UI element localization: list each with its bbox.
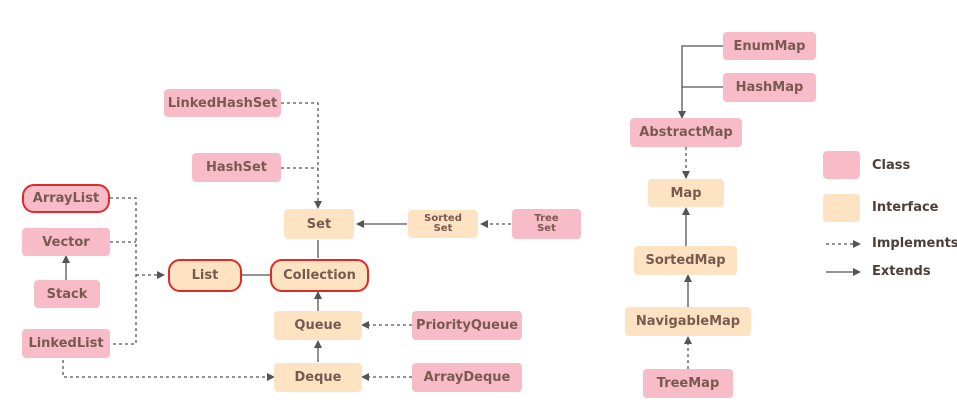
node-sortedmap: SortedMap [634,246,737,275]
node-stack: Stack [34,280,100,308]
node-enummap: EnumMap [723,32,816,60]
node-set: Set [284,209,354,239]
node-hashset: HashSet [192,153,281,182]
node-hashmap: HashMap [723,73,816,102]
node-deque: Deque [274,363,362,392]
node-arraylist: ArrayList [22,184,110,213]
legend-class-swatch [823,151,860,179]
connector-linkedlist-deque [62,360,275,381]
legend-interface-swatch [823,194,860,222]
node-abstractmap: AbstractMap [630,118,742,147]
node-linkedhashset: LinkedHashSet [164,89,281,117]
legend-class-label: Class [872,158,911,173]
connector-linkedhashset-set [281,102,322,209]
node-arraydeque: ArrayDeque [412,363,522,392]
node-collection: Collection [270,259,369,292]
legend-extends-label: Extends [872,264,931,279]
legend-implements-label: Implements [872,236,957,251]
node-navigablemap: NavigableMap [625,307,751,336]
connector-enummap-abstractmap [678,45,723,119]
node-queue: Queue [274,311,362,340]
node-map: Map [648,179,724,207]
legend-interface-label: Interface [872,200,939,215]
node-vector: Vector [22,228,110,256]
node-list: List [168,259,242,292]
node-priorityqueue: PriorityQueue [412,311,522,340]
node-treemap: TreeMap [643,369,733,398]
connector-list-impls [110,197,164,345]
node-linkedlist: LinkedList [22,329,110,358]
